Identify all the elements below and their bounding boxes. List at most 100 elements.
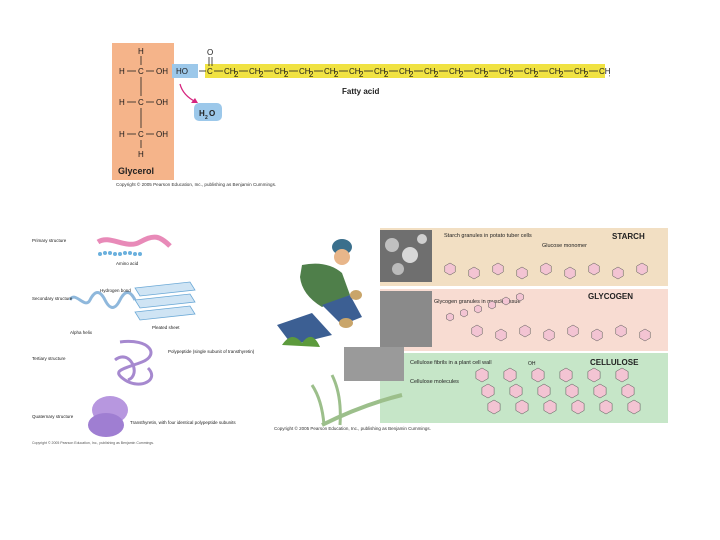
label-secondary: Secondary structure bbox=[32, 296, 73, 301]
ch2-subscript: 2 bbox=[559, 70, 564, 79]
label-transthyretin: Transthyretin, with four identical polyp… bbox=[130, 420, 236, 425]
ch2-group: CH bbox=[499, 67, 511, 76]
starch-chain bbox=[444, 262, 648, 280]
ch2-group: CH bbox=[374, 67, 386, 76]
primary-ribbon bbox=[96, 234, 172, 248]
glucose-ring bbox=[615, 324, 627, 338]
label-quaternary: Quaternary structure bbox=[32, 414, 74, 419]
glucose-ring bbox=[509, 383, 523, 399]
glucose-ring bbox=[587, 367, 601, 383]
hydroxyl-highlight bbox=[172, 64, 198, 78]
atom-o: O bbox=[207, 48, 213, 57]
atom-oh: OH bbox=[156, 130, 168, 139]
potato bbox=[350, 290, 362, 300]
fat-synthesis-figure: H H C OH H C OH H C OH H Glycerol HO C O… bbox=[110, 40, 614, 190]
glucose-ring bbox=[543, 328, 555, 342]
starch-title: STARCH bbox=[612, 232, 645, 241]
glucose-ring bbox=[488, 300, 496, 310]
cellulose-micrograph bbox=[344, 347, 404, 381]
cellulose-title: CELLULOSE bbox=[590, 358, 639, 367]
label-pleated-sheet: Pleated sheet bbox=[152, 325, 180, 330]
ch2-group: CH bbox=[449, 67, 461, 76]
alpha-helix bbox=[68, 291, 137, 309]
ch2-group: CH bbox=[549, 67, 561, 76]
ch2-subscript: 2 bbox=[409, 70, 414, 79]
glucose-ring bbox=[627, 399, 641, 415]
label-tertiary: Tertiary structure bbox=[32, 356, 66, 361]
label-hydrogen-bond: Hydrogen bond bbox=[100, 288, 131, 293]
atom-c: C bbox=[138, 98, 144, 107]
ch2-subscript: 2 bbox=[484, 70, 489, 79]
glucose-ring bbox=[531, 367, 545, 383]
glucose-ring bbox=[515, 399, 529, 415]
polysaccharide-figure: STARCH GLYCOGEN CELLULOSE Starch granule… bbox=[272, 225, 672, 437]
glycogen-chain bbox=[446, 292, 651, 342]
cellulose-molecules-label: Cellulose molecules bbox=[410, 379, 459, 385]
glucose-ring bbox=[588, 262, 600, 276]
plant-illustration bbox=[310, 374, 403, 427]
ch2-group: CH bbox=[324, 67, 336, 76]
protein-structure-svg: Primary structure Amino acid Secondary s… bbox=[32, 234, 255, 445]
ch2-subscript: 2 bbox=[234, 70, 239, 79]
glucose-ring bbox=[444, 262, 456, 276]
ch2-group: CH bbox=[424, 67, 436, 76]
pleated-sheet bbox=[134, 281, 196, 321]
glucose-ring bbox=[487, 399, 501, 415]
glucose-ring bbox=[537, 383, 551, 399]
quaternary-subunit bbox=[88, 413, 124, 437]
oh-label: OH bbox=[528, 361, 536, 367]
glucose-ring bbox=[519, 324, 531, 338]
ch2-subscript: 2 bbox=[334, 70, 339, 79]
glucose-ring bbox=[495, 328, 507, 342]
glucose-ring bbox=[475, 367, 489, 383]
fatty-acid-region bbox=[205, 64, 605, 78]
glucose-ring bbox=[474, 304, 482, 314]
ch3-subscript: 3 bbox=[609, 70, 610, 79]
glucose-ring bbox=[593, 383, 607, 399]
label-primary: Primary structure bbox=[32, 238, 67, 243]
atom-oh: OH bbox=[156, 67, 168, 76]
atom-ho: HO bbox=[176, 67, 188, 76]
farmer-illustration bbox=[277, 239, 362, 347]
ch2-group: CH bbox=[399, 67, 411, 76]
glucose-ring bbox=[599, 399, 613, 415]
arrow-head-icon bbox=[191, 98, 198, 103]
glucose-ring bbox=[612, 266, 624, 280]
glycogen-title: GLYCOGEN bbox=[588, 292, 633, 301]
farmer-leg bbox=[277, 313, 332, 345]
glycerol-label: Glycerol bbox=[118, 166, 154, 176]
atom-h: H bbox=[119, 98, 125, 107]
glucose-ring bbox=[571, 399, 585, 415]
glucose-ring bbox=[567, 324, 579, 338]
copyright-text: Copyright © 2005 Pearson Education, Inc.… bbox=[116, 181, 276, 187]
ch2-group: CH bbox=[224, 67, 236, 76]
glycogen-granules-label: Glycogen granules in muscle tissue bbox=[434, 299, 521, 305]
polysaccharide-svg: STARCH GLYCOGEN CELLULOSE Starch granule… bbox=[274, 228, 668, 431]
starch-granules-label: Starch granules in potato tuber cells bbox=[444, 233, 532, 239]
ch2-subscript: 2 bbox=[509, 70, 514, 79]
condensation-arrow bbox=[179, 83, 197, 103]
farmer-shirt bbox=[300, 263, 350, 307]
atom-h: H bbox=[119, 67, 125, 76]
glucose-ring bbox=[492, 262, 504, 276]
ch2-group: CH bbox=[574, 67, 586, 76]
cellulose-fibrils-label: Cellulose fibrils in a plant cell wall bbox=[410, 360, 492, 366]
glycerol-region bbox=[112, 43, 174, 180]
ch3-group: CH bbox=[599, 67, 610, 76]
glucose-ring bbox=[543, 399, 557, 415]
glycogen-micrograph bbox=[380, 291, 432, 347]
atom-h: H bbox=[138, 150, 144, 159]
ch2-subscript: 2 bbox=[259, 70, 264, 79]
label-alpha-helix: Alpha helix bbox=[70, 330, 93, 335]
farmer-head bbox=[334, 249, 350, 265]
ch2-group: CH bbox=[299, 67, 311, 76]
ch2-subscript: 2 bbox=[359, 70, 364, 79]
atom-oh: OH bbox=[156, 98, 168, 107]
copyright-text: Copyright © 2005 Pearson Education, Inc.… bbox=[32, 441, 154, 445]
water-h: H bbox=[199, 109, 205, 118]
glucose-ring bbox=[516, 266, 528, 280]
ch2-subscript: 2 bbox=[534, 70, 539, 79]
label-polypeptide: Polypeptide (single subunit of transthyr… bbox=[168, 349, 255, 354]
glucose-ring bbox=[471, 324, 483, 338]
